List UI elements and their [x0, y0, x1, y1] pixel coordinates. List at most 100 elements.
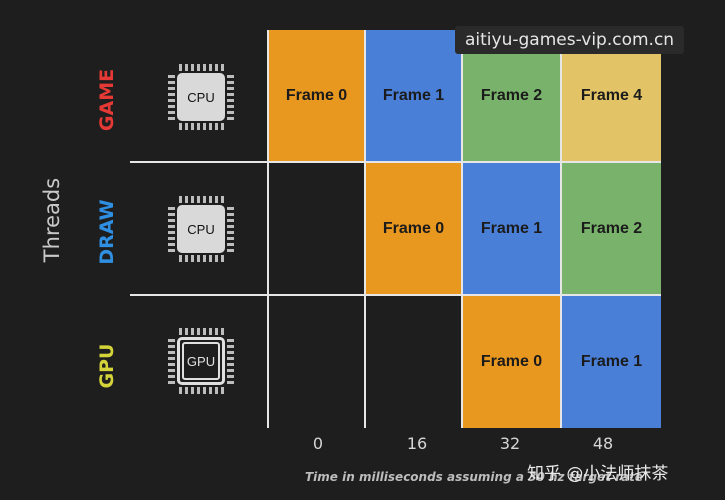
- chip-pin: [179, 196, 182, 203]
- chip-pin: [227, 75, 234, 78]
- grid-line: [130, 161, 661, 163]
- chip-pin: [191, 123, 194, 130]
- chip-pin: [197, 196, 200, 203]
- chip-pin: [168, 105, 175, 108]
- gpu-chip-icon: GPU: [166, 326, 236, 396]
- cell-draw-frame2: Frame 2: [562, 163, 661, 294]
- chip-pin: [168, 99, 175, 102]
- chip-pin: [179, 255, 182, 262]
- chip-pin: [203, 328, 206, 335]
- chip-pin: [227, 357, 234, 360]
- chip-pin: [185, 328, 188, 335]
- chip-pin: [227, 225, 234, 228]
- chip-pin: [203, 255, 206, 262]
- chip-pin: [179, 123, 182, 130]
- chip-pin: [168, 381, 175, 384]
- chip-pin: [168, 339, 175, 342]
- cell-gpu-frame1: Frame 1: [562, 296, 661, 428]
- chip-pin: [179, 64, 182, 71]
- chip-pin: [209, 123, 212, 130]
- chip-pin: [168, 93, 175, 96]
- chip-pin: [227, 237, 234, 240]
- chip-pin: [227, 351, 234, 354]
- chip-pin: [227, 219, 234, 222]
- chip-pin: [227, 363, 234, 366]
- grid-line: [364, 30, 366, 428]
- chip-pin: [209, 387, 212, 394]
- cpu-chip-label: CPU: [177, 73, 225, 121]
- cell-gpu-frame0: Frame 0: [463, 296, 560, 428]
- chip-pin: [185, 64, 188, 71]
- chip-pin: [209, 196, 212, 203]
- chip-pin: [168, 363, 175, 366]
- row-label-draw: DRAW: [96, 199, 118, 265]
- chip-pin: [168, 375, 175, 378]
- chip-pin: [203, 387, 206, 394]
- axis-caption: Time in milliseconds assuming a 30 hz ta…: [305, 470, 643, 484]
- cell-draw-frame1: Frame 1: [463, 163, 560, 294]
- chip-pin: [168, 219, 175, 222]
- chip-pin: [197, 64, 200, 71]
- time-tick: 48: [592, 434, 614, 453]
- chip-pin: [168, 207, 175, 210]
- chip-pin: [227, 369, 234, 372]
- chip-pin: [185, 196, 188, 203]
- time-tick: 0: [312, 434, 324, 453]
- chip-pin: [179, 328, 182, 335]
- chip-pin: [168, 111, 175, 114]
- chip-pin: [227, 81, 234, 84]
- cell-draw-frame0: Frame 0: [366, 163, 461, 294]
- grid-line: [130, 294, 661, 296]
- chip-pin: [221, 64, 224, 71]
- chip-pin: [227, 105, 234, 108]
- chip-pin: [197, 387, 200, 394]
- chip-pin: [168, 351, 175, 354]
- chip-pin: [168, 231, 175, 234]
- chip-pin: [209, 255, 212, 262]
- chip-pin: [227, 243, 234, 246]
- chip-pin: [168, 225, 175, 228]
- chip-pin: [191, 64, 194, 71]
- watermark: aitiyu-games-vip.com.cn: [455, 26, 685, 54]
- chip-pin: [168, 243, 175, 246]
- chip-pin: [227, 381, 234, 384]
- chip-pin: [209, 64, 212, 71]
- chip-pin: [227, 231, 234, 234]
- grid-line: [267, 30, 269, 428]
- chip-pin: [221, 387, 224, 394]
- chip-pin: [168, 369, 175, 372]
- chip-pin: [185, 255, 188, 262]
- chip-pin: [168, 213, 175, 216]
- chip-pin: [179, 387, 182, 394]
- time-tick: 16: [406, 434, 428, 453]
- chip-pin: [215, 64, 218, 71]
- chip-pin: [168, 249, 175, 252]
- chip-pin: [197, 328, 200, 335]
- chip-pin: [203, 123, 206, 130]
- chip-pin: [168, 357, 175, 360]
- chip-pin: [221, 123, 224, 130]
- time-tick: 32: [499, 434, 521, 453]
- chip-pin: [227, 111, 234, 114]
- cell-game-frame0: Frame 0: [269, 30, 364, 161]
- chip-pin: [227, 249, 234, 252]
- chip-pin: [215, 255, 218, 262]
- chip-pin: [227, 375, 234, 378]
- chip-pin: [227, 117, 234, 120]
- chip-pin: [191, 255, 194, 262]
- chip-pin: [215, 328, 218, 335]
- chip-pin: [227, 213, 234, 216]
- cpu-chip-icon: CPU: [166, 62, 236, 132]
- chip-pin: [197, 123, 200, 130]
- cell-game-frame1: Frame 1: [366, 30, 461, 161]
- chip-pin: [168, 81, 175, 84]
- footer-watermark: 知乎 @小法师抹茶: [527, 464, 669, 484]
- cpu-chip-label: CPU: [177, 205, 225, 253]
- chip-pin: [215, 387, 218, 394]
- chip-pin: [191, 328, 194, 335]
- chip-pin: [215, 123, 218, 130]
- chip-pin: [185, 387, 188, 394]
- chip-pin: [203, 64, 206, 71]
- cpu-chip-icon: CPU: [166, 194, 236, 264]
- chip-pin: [221, 196, 224, 203]
